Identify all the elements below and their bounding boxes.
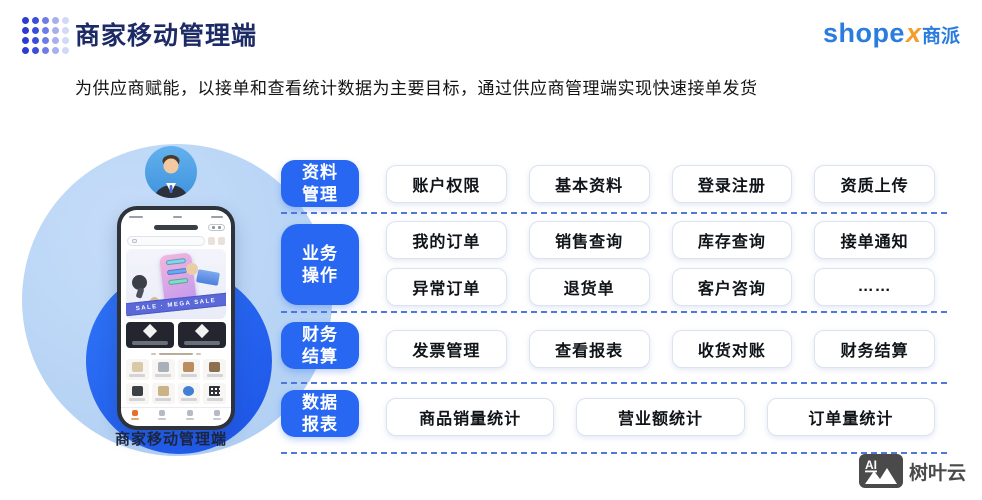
feature-row-group-finance: 发票管理查看报表收货对账财务结算 <box>386 330 935 368</box>
feature-row-group-profile: 账户权限基本资料登录注册资质上传 <box>386 165 935 203</box>
product-tile <box>151 359 175 380</box>
phone-search-row <box>127 236 225 246</box>
product-laptop-illustration <box>196 269 220 286</box>
feature-button: 财务结算 <box>814 330 935 368</box>
feature-button: 账户权限 <box>386 165 507 203</box>
category-tag-business: 业务 操作 <box>281 224 359 305</box>
feature-button: 基本资料 <box>528 165 650 203</box>
feature-button-row: 发票管理查看报表收货对账财务结算 <box>386 330 935 368</box>
feature-button: 商品销量统计 <box>386 398 555 436</box>
product-tile <box>126 383 149 404</box>
decorative-blob <box>186 263 198 275</box>
feature-button: 销售查询 <box>528 221 650 259</box>
product-tile <box>203 359 226 380</box>
promo-card <box>126 322 174 348</box>
nav-home-icon <box>130 410 139 420</box>
phone-status-bar <box>129 214 223 220</box>
person-icon <box>154 155 188 198</box>
feature-button: 我的订单 <box>386 221 507 259</box>
feature-button: 发票管理 <box>386 330 507 368</box>
miniprogram-capsule-icon <box>208 224 225 231</box>
feature-button: 接单通知 <box>814 221 935 259</box>
cart-icon <box>208 237 215 245</box>
dot-grid-icon <box>22 17 69 54</box>
feature-row-group-business: 我的订单销售查询库存查询接单通知异常订单退货单客户咨询…… <box>386 221 935 306</box>
page-title: 商家移动管理端 <box>75 22 258 50</box>
feature-button-row: 账户权限基本资料登录注册资质上传 <box>386 165 935 203</box>
phone-section-divider <box>121 350 231 358</box>
dashed-divider <box>281 382 947 384</box>
shopex-logo: shope x 商派 <box>823 18 960 49</box>
watermark-badge: AI 树叶云 <box>858 454 966 488</box>
share-icon <box>218 237 225 245</box>
logo-x-mark: x <box>905 18 921 48</box>
category-label-line: 报表 <box>302 414 338 434</box>
feature-button: …… <box>814 268 935 306</box>
category-label-line: 结算 <box>302 346 338 366</box>
feature-button: 资质上传 <box>814 165 935 203</box>
dashed-divider <box>281 311 947 313</box>
phone-hero-banner: SALE · MEGA SALE <box>126 249 226 319</box>
feature-button-row: 异常订单退货单客户咨询 …… <box>386 268 935 306</box>
feature-button: 退货单 <box>528 268 650 306</box>
category-label-line: 数据 <box>302 392 338 412</box>
feature-button: 登录注册 <box>671 165 793 203</box>
product-tile <box>151 383 175 404</box>
logo-text-cn: 商派 <box>921 26 960 47</box>
phone-bottom-nav <box>121 407 231 422</box>
product-dryer-illustration <box>132 275 147 290</box>
qr-code-tile <box>203 383 226 404</box>
product-tile <box>177 359 201 380</box>
nav-cart-icon <box>185 410 194 420</box>
nav-profile-icon <box>213 410 222 420</box>
category-label-line: 业务 <box>302 243 338 263</box>
phone-screen: SALE · MEGA SALE <box>121 210 231 426</box>
product-tile <box>126 359 149 380</box>
dashed-divider <box>281 452 947 454</box>
promo-card <box>178 322 226 348</box>
logo-text-en: shope <box>822 18 905 48</box>
feature-button: 收货对账 <box>671 330 793 368</box>
feature-row-group-data: 商品销量统计营业额统计订单量统计 <box>386 398 935 436</box>
product-tile <box>177 383 201 404</box>
category-tag-data: 数据 报表 <box>281 390 359 437</box>
feature-button: 库存查询 <box>671 221 793 259</box>
subtitle: 为供应商赋能，以接单和查看统计数据为主要目标，通过供应商管理端实现快速接单发货 <box>75 79 758 98</box>
category-label-line: 操作 <box>302 265 338 285</box>
feature-button-row: 商品销量统计营业额统计订单量统计 <box>386 398 935 436</box>
feature-button: 查看报表 <box>528 330 650 368</box>
category-label-line: 财务 <box>302 324 338 344</box>
phone-promo-cards <box>126 322 226 348</box>
feature-button: 营业额统计 <box>576 398 745 436</box>
category-label-line: 管理 <box>302 184 338 204</box>
feature-button: 订单量统计 <box>766 398 935 436</box>
merchant-avatar <box>145 146 197 198</box>
search-bar-icon <box>127 236 205 246</box>
phone-app-titlebar <box>121 222 231 233</box>
dashed-divider <box>281 212 947 214</box>
watermark-ai-icon: AI <box>858 454 903 488</box>
phone-caption: 商家移动管理端 <box>114 431 227 448</box>
feature-button: 客户咨询 <box>671 268 793 306</box>
category-tag-profile: 资料 管理 <box>281 160 359 207</box>
phone-mockup: SALE · MEGA SALE <box>117 206 235 430</box>
category-label-line: 资料 <box>302 162 338 182</box>
watermark-label: 树叶云 <box>908 462 966 484</box>
phone-product-grid <box>126 359 226 404</box>
feature-button: 异常订单 <box>386 268 507 306</box>
svg-text:AI: AI <box>865 458 877 472</box>
nav-category-icon <box>158 410 167 420</box>
feature-button-row: 我的订单销售查询库存查询接单通知 <box>386 221 935 259</box>
category-tag-finance: 财务 结算 <box>281 322 359 369</box>
